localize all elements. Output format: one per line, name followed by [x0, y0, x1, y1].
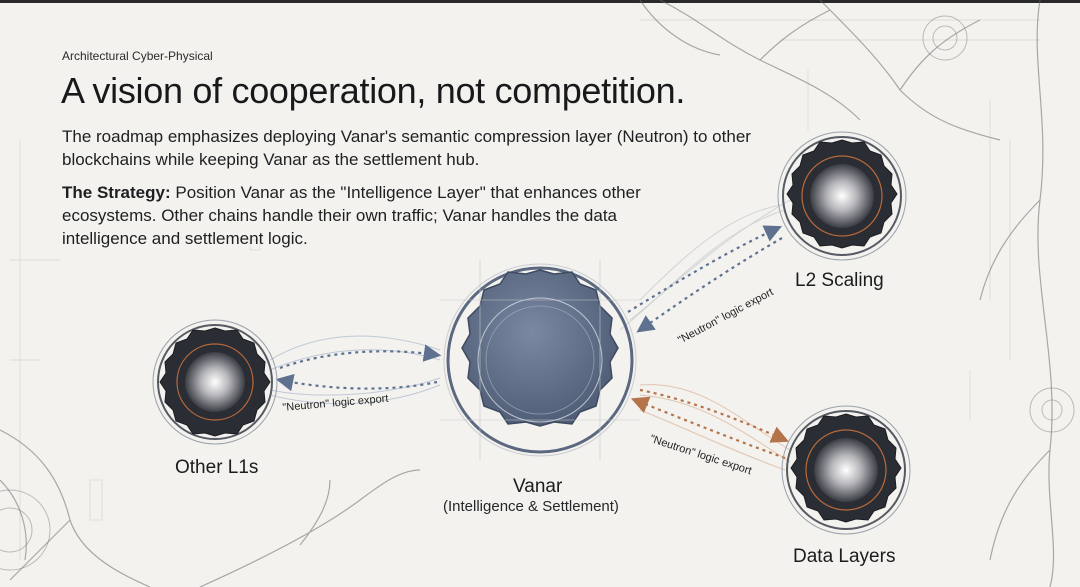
left-arrows: [275, 344, 442, 392]
gear-decorations: [0, 15, 1075, 571]
l2-scaling-node: [777, 131, 907, 261]
vanar-subtitle: (Intelligence & Settlement): [443, 498, 619, 515]
bottom-right-arrows: [630, 388, 790, 460]
strategy-text: Position Vanar as the "Intelligence Laye…: [62, 183, 641, 248]
intro-paragraph: The roadmap emphasizes deploying Vanar's…: [62, 127, 751, 169]
strategy-label: The Strategy:: [62, 183, 171, 202]
other-l1s-label: Other L1s: [175, 457, 259, 478]
top-right-arrows: [627, 225, 783, 333]
vanar-hub-node: [440, 260, 640, 460]
page-title: A vision of cooperation, not competition…: [61, 70, 686, 111]
tree-branches: [0, 0, 1055, 587]
other-l1s-node: [152, 319, 278, 445]
eyebrow-label: Architectural Cyber-Physical: [62, 49, 213, 63]
top-border: [0, 0, 1080, 3]
strategy-paragraph: The Strategy: Position Vanar as the "Int…: [62, 181, 662, 250]
top-right-wisps: [619, 199, 791, 331]
data-layers-label: Data Layers: [793, 546, 896, 567]
left-wisps: [269, 335, 441, 405]
l2-scaling-label: L2 Scaling: [795, 270, 884, 291]
vanar-label: Vanar: [513, 476, 563, 497]
data-layers-node: [781, 405, 911, 535]
